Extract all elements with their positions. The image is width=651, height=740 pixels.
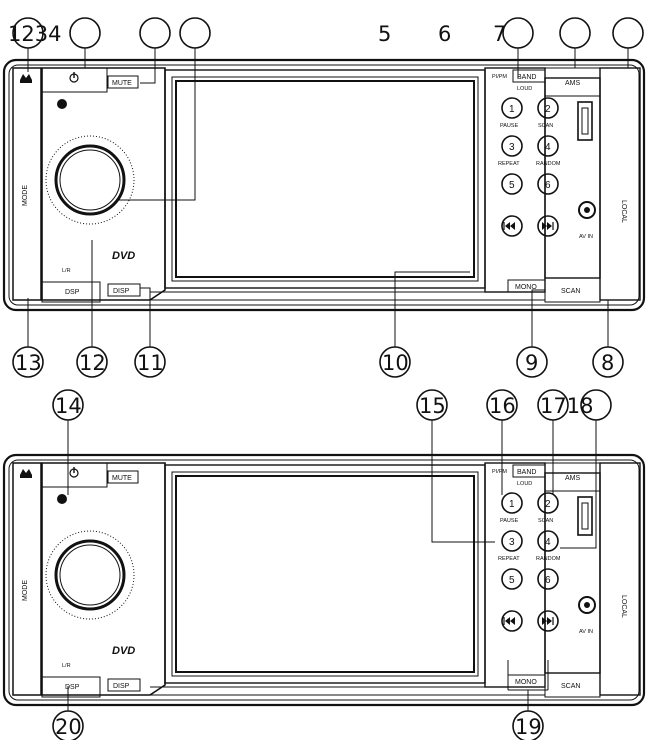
lr-label: L/R [62,663,71,669]
stereo-panel-bottom: MUTE PI/PM BAND LOUD AMS MODE LOCAL DSP … [2,453,646,707]
pm-label: PI/PM [492,469,507,475]
av-in-label: AV IN [579,234,593,240]
leader-lines-bottom [67,420,597,711]
key-2[interactable]: 2 [545,499,551,510]
callout-14: 14 [55,394,82,418]
mode-button[interactable]: MODE [22,185,29,206]
key-2[interactable]: 2 [545,104,551,115]
repeat-label: REPEAT [498,556,520,562]
key-3[interactable]: 3 [509,142,515,153]
key-1[interactable]: 1 [509,499,515,510]
scan-key-label: SCAN [538,123,553,129]
mute-button[interactable]: MUTE [112,80,132,87]
lr-label: L/R [62,268,71,274]
loud-label: LOUD [517,481,532,487]
callout-6: 6 [438,22,451,46]
dsp-button[interactable]: DSP [65,289,80,296]
callout-1234: 1234 [8,22,61,46]
scan-key-label: SCAN [538,518,553,524]
pause-label: PAUSE [500,518,519,524]
local-button[interactable]: LOCAL [620,595,627,618]
band-button[interactable]: BAND [517,74,536,81]
key-5[interactable]: 5 [509,180,515,191]
key-1[interactable]: 1 [509,104,515,115]
stereo-panel-top: MUTE PI/PM BAND LOUD AMS MODE LOCAL DSP … [2,58,646,312]
scan-button[interactable]: SCAN [561,683,580,690]
leader-lines-top [27,48,629,347]
disp-button[interactable]: DISP [113,288,130,295]
callout-5: 5 [378,22,391,46]
callout-8: 8 [601,351,614,375]
callout-20: 20 [55,715,82,739]
repeat-label: REPEAT [498,161,520,167]
key-6[interactable]: 6 [545,575,551,586]
ams-button[interactable]: AMS [565,475,581,482]
ams-button[interactable]: AMS [565,80,581,87]
disp-button[interactable]: DISP [113,683,130,690]
random-label: RANDOM [536,161,561,167]
callout-7: 7 [493,22,506,46]
callout-11: 11 [137,351,164,375]
key-4[interactable]: 4 [545,142,551,153]
callout-16: 16 [489,394,516,418]
callout-15: 15 [419,394,446,418]
local-button[interactable]: LOCAL [620,200,627,223]
mono-button[interactable]: MONO [515,679,537,686]
callout-12: 12 [79,351,106,375]
dvd-logo: DVD [112,250,135,262]
mode-button[interactable]: MODE [22,580,29,601]
pause-label: PAUSE [500,123,519,129]
key-4[interactable]: 4 [545,537,551,548]
callout-13: 13 [15,351,42,375]
callout-10: 10 [382,351,409,375]
callout-1718: 1718 [540,394,593,418]
pm-label: PI/PM [492,74,507,80]
loud-label: LOUD [517,86,532,92]
dvd-logo: DVD [112,645,135,657]
key-6[interactable]: 6 [545,180,551,191]
av-in-label: AV IN [579,629,593,635]
mono-button[interactable]: MONO [515,284,537,291]
callout-9: 9 [525,351,538,375]
random-label: RANDOM [536,556,561,562]
key-5[interactable]: 5 [509,575,515,586]
callout-19: 19 [515,715,542,739]
scan-button[interactable]: SCAN [561,288,580,295]
key-3[interactable]: 3 [509,537,515,548]
dsp-button[interactable]: DSP [65,684,80,691]
band-button[interactable]: BAND [517,469,536,476]
mute-button[interactable]: MUTE [112,475,132,482]
